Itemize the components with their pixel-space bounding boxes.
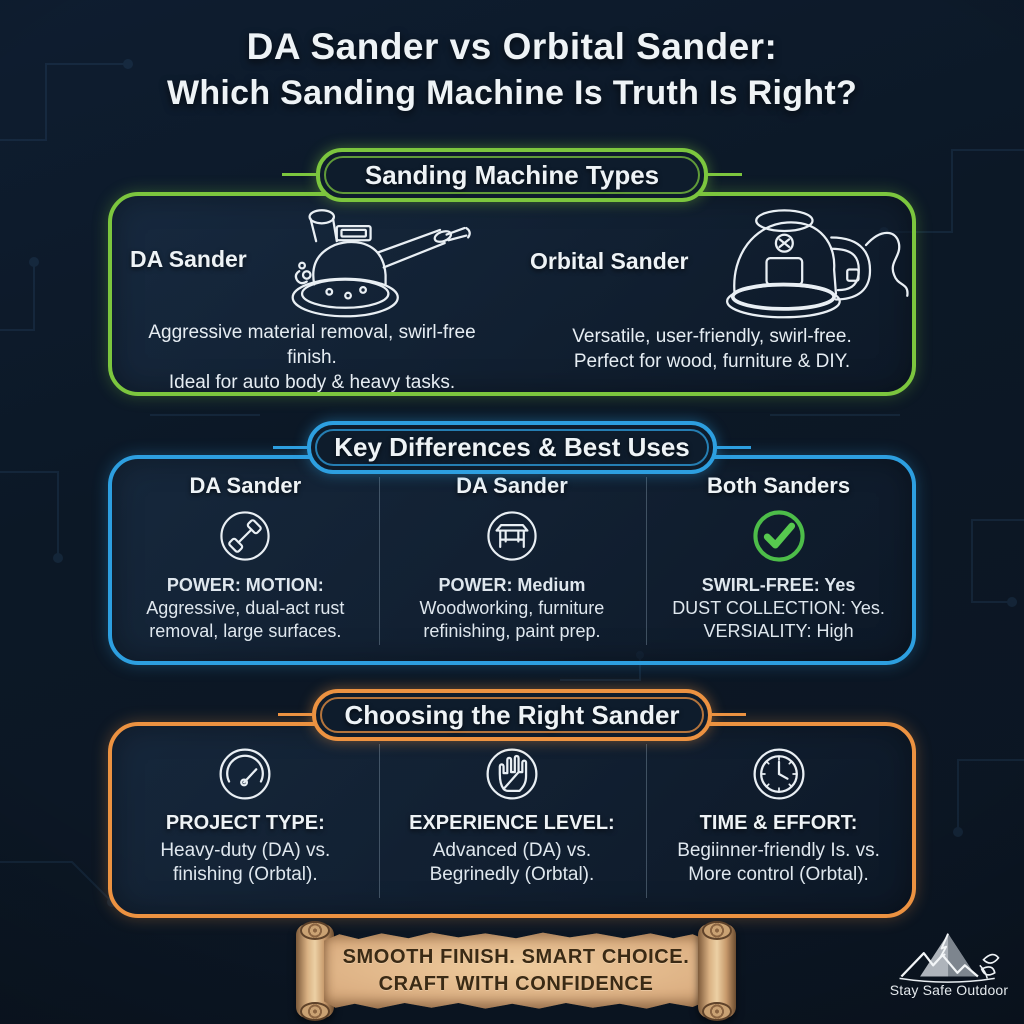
diff-column-title: DA Sander xyxy=(189,473,302,498)
section-choosing-header: Choosing the Right Sander xyxy=(278,689,746,741)
diff-column-da-uses: DA Sander POWER: Medium Woodworking, fur… xyxy=(379,459,646,661)
choose-line: Heavy-duty (DA) vs. xyxy=(160,840,331,861)
gauge-icon xyxy=(219,748,271,800)
banner-line: CRAFT WITH CONFIDENCE xyxy=(378,973,654,995)
choose-column-project: PROJECT TYPE: Heavy-duty (DA) vs. finish… xyxy=(112,726,379,914)
choose-line: finishing (Orbtal). xyxy=(172,864,318,885)
choose-line: More control (Orbtal). xyxy=(688,864,869,885)
dumbbell-icon xyxy=(220,511,270,561)
description-line: Ideal for auto body & heavy tasks. xyxy=(168,372,456,393)
section-differences-panel: DA Sander POWER: MOTION: Aggressive, dua… xyxy=(108,455,916,665)
diff-column-title: Both Sanders xyxy=(707,473,851,498)
page-title: DA Sander vs Orbital Sander: xyxy=(246,26,778,67)
diff-line: Woodworking, furniture xyxy=(419,598,605,618)
diff-line: Aggressive, dual-act rust xyxy=(146,598,345,618)
table-icon xyxy=(487,511,537,561)
column-divider xyxy=(379,477,381,645)
choose-column-time: TIME & EFFORT: Begiinner-friendly Is. vs… xyxy=(645,726,912,914)
choose-column-experience: EXPERIENCE LEVEL: Advanced (DA) vs. Begr… xyxy=(379,726,646,914)
section-differences-header: Key Differences & Best Uses xyxy=(273,421,751,474)
section-choosing-title: Choosing the Right Sander xyxy=(344,699,680,730)
brand-name: Stay Safe Outdoor xyxy=(889,982,1009,998)
da-sander-label: DA Sander xyxy=(130,245,247,272)
choose-column-title: PROJECT TYPE: xyxy=(165,812,325,834)
brand-logo: Stay Safe Outdoor xyxy=(886,928,1012,998)
section-choosing-panel: PROJECT TYPE: Heavy-duty (DA) vs. finish… xyxy=(108,722,916,918)
diff-line: removal, large surfaces. xyxy=(149,621,342,641)
diff-line: POWER: MOTION: xyxy=(166,575,324,595)
choose-line: Advanced (DA) vs. xyxy=(432,840,592,861)
orbital-sander-label: Orbital Sander xyxy=(530,247,689,274)
section-types-panel: DA Sander xyxy=(108,192,916,396)
diff-line: POWER: Medium xyxy=(438,575,586,595)
column-divider xyxy=(645,744,647,898)
diff-line: SWIRL-FREE: Yes xyxy=(701,575,856,595)
check-icon xyxy=(752,510,805,562)
diff-column-title: DA Sander xyxy=(456,473,568,498)
orbital-sander-illustration xyxy=(726,209,910,319)
column-divider xyxy=(379,744,381,898)
column-divider xyxy=(645,477,647,645)
closing-banner: SMOOTH FINISH. SMART CHOICE. CRAFT WITH … xyxy=(296,924,736,1018)
orbital-sander-card: Orbital Sander xyxy=(512,196,912,392)
da-sander-card: DA Sander xyxy=(112,196,512,395)
choose-column-title: EXPERIENCE LEVEL: xyxy=(409,812,615,834)
diff-line: VERSIALITY: High xyxy=(703,621,854,641)
description-line: Versatile, user-friendly, swirl-free. xyxy=(572,326,852,347)
da-sander-illustration xyxy=(291,209,471,318)
choose-line: Begrinedly (Orbtal). xyxy=(429,864,595,885)
description-line: Perfect for wood, furniture & DIY. xyxy=(573,351,851,372)
diff-column-da-power: DA Sander POWER: MOTION: Aggressive, dua… xyxy=(112,459,379,661)
scroll-roll-right xyxy=(698,924,736,1018)
description-line: Aggressive material removal, swirl-free … xyxy=(148,322,476,368)
section-types-header: Sanding Machine Types xyxy=(282,148,742,202)
diff-line: DUST COLLECTION: Yes. xyxy=(672,598,885,618)
da-sander-description: Aggressive material removal, swirl-free … xyxy=(122,320,502,395)
banner-line: SMOOTH FINISH. SMART CHOICE. xyxy=(342,946,690,968)
hand-icon xyxy=(486,748,538,800)
diff-column-both: Both Sanders SWIRL-FREE: Yes DUST COLLEC… xyxy=(645,459,912,661)
scroll-parchment: SMOOTH FINISH. SMART CHOICE. CRAFT WITH … xyxy=(324,932,708,1009)
mountain-logo-icon xyxy=(899,933,1000,983)
section-types-title: Sanding Machine Types xyxy=(364,159,660,190)
clock-icon xyxy=(753,748,805,800)
orbital-sander-description: Versatile, user-friendly, swirl-free. Pe… xyxy=(522,324,902,374)
diff-line: refinishing, paint prep. xyxy=(423,621,601,641)
page-subtitle: Which Sanding Machine Is Truth Is Right? xyxy=(166,74,858,112)
section-differences-title: Key Differences & Best Uses xyxy=(334,432,690,462)
choose-column-title: TIME & EFFORT: xyxy=(699,812,858,834)
page-header: DA Sander vs Orbital Sander: Which Sandi… xyxy=(0,26,1024,113)
choose-line: Begiinner-friendly Is. vs. xyxy=(677,840,880,861)
